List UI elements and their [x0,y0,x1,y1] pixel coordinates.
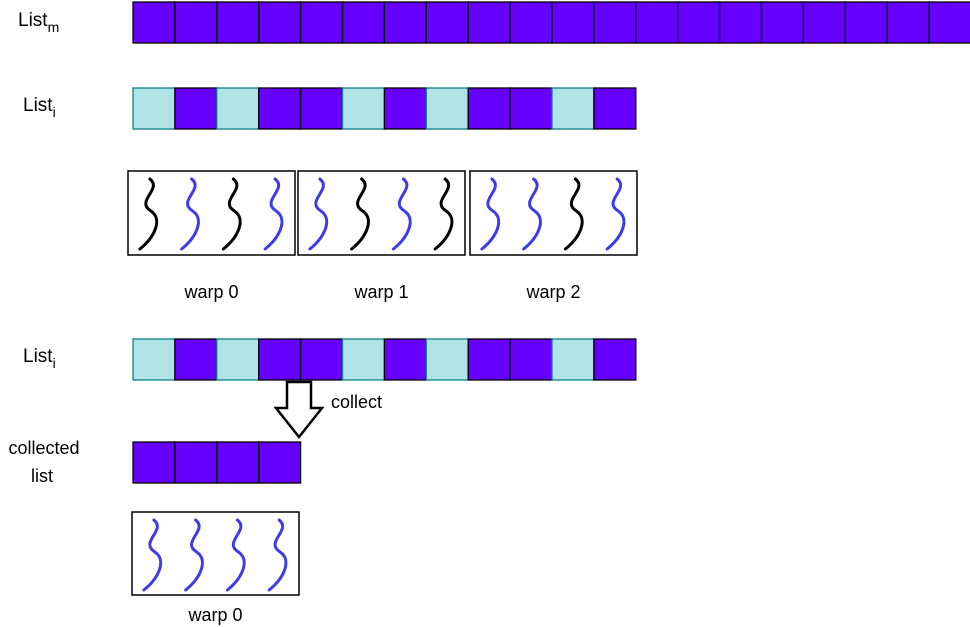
list-i-second-cell-inactive [132,338,176,381]
warp-frame [297,170,466,256]
list-i-second-cell-active [509,338,553,381]
list-i-cell-active [299,87,344,130]
list-m-cell-active [216,1,260,44]
thread-idle-icon [350,177,370,251]
list-i-cell-active [509,87,553,130]
list-m-cell-active [677,1,721,44]
collected-list-row [132,441,302,484]
list-i-label-top: Listi [23,95,56,120]
list-i-second-cell-inactive [425,338,469,381]
warp-frame [127,170,296,256]
list-i-cell-active [174,87,218,130]
list-m-cell-active [341,1,386,44]
list-m-cell-active [844,1,888,44]
list-m-cell-active [718,1,763,44]
list-i-row-second [132,338,637,381]
list-m-cell-active [593,1,637,44]
list-i-cell-inactive [551,87,595,130]
collect-label: collect [331,392,382,412]
warp-box: warp 0 [131,511,300,625]
list-i-second-cell-active [174,338,218,381]
list-i-cell-active [258,87,302,130]
warp-label: warp 2 [525,282,580,302]
thread-active-icon [605,177,626,251]
list-i-cell-inactive [132,87,176,130]
list-i-label-bottom: Listi [23,346,56,371]
list-m-cell-active [509,1,553,44]
list-m-cell-active [802,1,846,44]
list-i-second-cell-active [299,338,344,381]
list-m-cell-active [635,1,679,44]
list-m-label: Listm [18,10,59,35]
list-m-cell-active [383,1,427,44]
thread-active-icon [267,518,288,592]
thread-idle-icon [138,177,159,251]
warp-label: warp 0 [183,282,238,302]
thread-active-icon [308,177,329,251]
thread-active-icon [263,177,284,251]
list-i-cell-active [593,87,637,130]
list-i-row [132,87,637,130]
collected-list-label-line2: list [31,466,53,486]
warp-label: warp 1 [353,282,408,302]
thread-active-icon [225,518,246,592]
thread-active-icon [522,177,542,251]
thread-idle-icon [563,177,584,251]
warp-box: warp 2 [469,170,638,302]
list-i-cell-inactive [216,87,260,130]
warp-box: warp 1 [297,170,466,302]
list-m-cell-active [551,1,595,44]
thread-idle-icon [221,177,242,251]
thread-active-icon [184,518,204,592]
thread-active-icon [180,177,200,251]
thread-idle-icon [433,177,454,251]
list-i-second-cell-active [258,338,302,381]
warp-box: warp 0 [127,170,296,302]
warps-top: warp 0 warp 1 warp 2 [127,170,638,302]
list-i-second-cell-inactive [216,338,260,381]
list-m-cell-active [258,1,302,44]
list-i-second-cell-inactive [551,338,595,381]
thread-active-icon [142,518,163,592]
collected-list-cell-active [132,441,176,484]
collect-arrow-icon [273,380,325,440]
list-m-cell-active [132,1,176,44]
list-m-cell-active [425,1,469,44]
thread-active-icon [391,177,412,251]
list-i-cell-inactive [425,87,469,130]
list-m-cell-active [886,1,930,44]
list-i-cell-active [467,87,511,130]
list-m-row [132,1,970,44]
collected-list-label-line1: collected [8,438,79,458]
list-i-second-cell-active [383,338,427,381]
collected-list-cell-active [174,441,218,484]
collected-list-cell-active [216,441,260,484]
list-i-second-cell-active [593,338,637,381]
warp-bottom: warp 0 [131,511,300,625]
list-m-cell-active [299,1,344,44]
list-m-cell-active [760,1,805,44]
list-m-cell-active [467,1,511,44]
list-m-cell-active [174,1,218,44]
collected-list-cell-active [258,441,302,484]
list-i-second-cell-active [467,338,511,381]
list-i-cell-active [383,87,427,130]
list-i-cell-inactive [341,87,386,130]
warp-frame [131,511,300,596]
list-i-second-cell-inactive [341,338,386,381]
thread-active-icon [480,177,501,251]
list-m-cell-active [928,1,970,44]
warp-label: warp 0 [187,605,242,625]
warp-frame [469,170,638,256]
